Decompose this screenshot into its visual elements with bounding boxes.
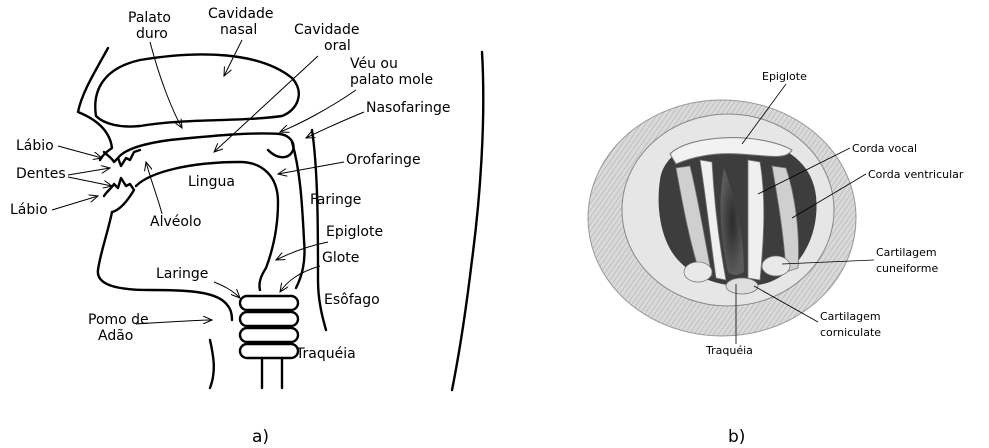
label-b-cartilagem-corniculate-1: Cartilagem (820, 310, 881, 323)
label-faringe: Faringe (310, 192, 361, 208)
label-palato-duro-line1: Palato (128, 10, 171, 26)
arrow-labio-top (58, 146, 102, 158)
lower-lip-teeth (104, 178, 134, 212)
label-traqueia-a: Traquéia (295, 346, 356, 362)
label-labio-top: Lábio (16, 138, 54, 154)
cuneiform-cartilage-left (684, 262, 712, 282)
label-laringe: Laringe (156, 266, 208, 282)
label-dentes: Dentes (16, 166, 66, 182)
neck-front-outline (210, 340, 214, 388)
label-cavidade-oral-line2: oral (324, 38, 351, 54)
larynx-illustration (588, 100, 856, 336)
cuneiform-cartilage-right (762, 256, 790, 276)
label-palato-duro-line2: duro (136, 26, 168, 42)
arrow-alveolo (146, 162, 162, 214)
trachea-walls (262, 358, 282, 388)
label-esofago: Esôfago (324, 292, 380, 308)
label-lingua: Lingua (188, 174, 235, 190)
corniculate-cartilage (726, 278, 758, 294)
arrow-cavidade-oral (214, 56, 318, 152)
arrow-orofaringe (278, 162, 344, 174)
nasal-cavity-outline (95, 54, 299, 126)
trachea-ring (240, 344, 298, 358)
trachea-ring (240, 312, 298, 326)
vocal-fold-right (748, 160, 764, 280)
label-b-corda-vocal: Corda vocal (852, 142, 917, 155)
head-back-outline (452, 52, 483, 390)
label-labio-bottom: Lábio (10, 202, 48, 218)
label-b-corda-ventricular: Corda ventricular (868, 168, 964, 181)
arrow-dentes-down (68, 177, 112, 186)
arrow-labio-bottom (52, 196, 98, 210)
label-b-cartilagem-cuneiforme-1: Cartilagem (876, 246, 937, 259)
label-veu-line1: Véu ou (350, 56, 398, 72)
label-orofaringe: Orofaringe (346, 152, 421, 168)
label-glote: Glote (322, 250, 359, 266)
label-pomo-line1: Pomo de (88, 312, 149, 328)
label-nasofaringe: Nasofaringe (366, 100, 450, 116)
label-epiglote: Epiglote (326, 224, 383, 240)
label-b-cartilagem-corniculate-2: corniculate (820, 326, 881, 339)
trachea-ring (240, 328, 298, 342)
label-veu-line2: palato mole (350, 72, 433, 88)
label-b-epiglote: Epiglote (762, 70, 807, 83)
hard-palate-outline (118, 133, 294, 158)
label-cavidade-nasal-line2: nasal (220, 22, 257, 38)
caption-a: a) (252, 427, 269, 447)
trachea-ring (240, 296, 298, 310)
arrow-dentes-up (68, 168, 110, 175)
label-cavidade-nasal-line1: Cavidade (208, 6, 274, 22)
arrow-epiglote (276, 242, 328, 260)
caption-b: b) (728, 427, 745, 447)
epiglottis-flap (259, 268, 266, 290)
label-b-cartilagem-cuneiforme-2: cuneiforme (876, 262, 938, 275)
label-cavidade-oral-line1: Cavidade (294, 22, 360, 38)
label-b-traqueia: Traquéia (705, 344, 753, 357)
trachea-rings (240, 296, 298, 358)
pharynx-back-wall (292, 142, 305, 288)
upper-lip-teeth (104, 150, 140, 166)
label-alveolo: Alvéolo (150, 214, 201, 230)
label-pomo-line2: Adão (98, 328, 133, 344)
arrow-laringe (214, 282, 240, 298)
